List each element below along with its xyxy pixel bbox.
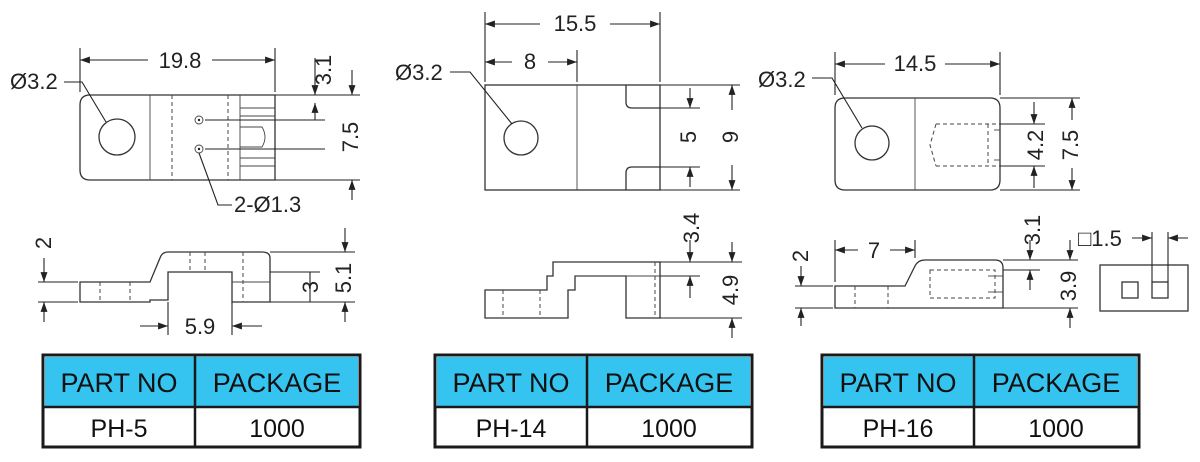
- ph16-part-no: PH-16: [863, 415, 934, 443]
- ph5-part-no: PH-5: [91, 415, 148, 443]
- ph16-side-view: [834, 259, 1004, 309]
- ph14-header-package: PACKAGE: [605, 368, 734, 398]
- ph16-side-top-label: 3.1: [1020, 215, 1045, 246]
- ph14-hole-pos-label: 8: [524, 49, 536, 74]
- ph5-side-view: [79, 251, 271, 303]
- ph16-drawing: 14.5 Ø3.2 4.2 7.5 7 2: [758, 51, 1189, 328]
- ph14-width-label: 9: [718, 131, 743, 143]
- ph14-drawing: 15.5 8 Ø3.2 5 9 3.4 4.9: [395, 11, 743, 338]
- ph16-side-h-label: 3.9: [1056, 271, 1081, 302]
- ph5-length-label: 19.8: [159, 48, 202, 73]
- ph16-square-label: □1.5: [1078, 226, 1122, 251]
- ph16-table: PART NO PACKAGE PH-16 1000: [820, 353, 1141, 449]
- ph16-top-view: [834, 97, 1001, 191]
- ph5-width-label: 7.5: [338, 122, 363, 153]
- ph16-header-part: PART NO: [839, 368, 956, 398]
- ph14-header-part: PART NO: [452, 368, 569, 398]
- ph14-mount-hole: [503, 120, 539, 156]
- ph5-side-gap-label: 5.9: [185, 314, 216, 339]
- ph5-mount-hole: [98, 118, 136, 156]
- ph14-part-no: PH-14: [476, 415, 547, 443]
- ph5-package: 1000: [249, 415, 305, 443]
- ph16-width-label: 7.5: [1058, 130, 1083, 161]
- ph16-mount-hole: [854, 125, 890, 161]
- ph5-side-h1-label: 3: [298, 281, 323, 293]
- ph5-side-height-label: 2: [31, 237, 56, 249]
- ph5-top-offset-label: 3.1: [311, 55, 336, 86]
- ph14-slot-label: 5: [676, 131, 701, 143]
- ph16-package: 1000: [1028, 415, 1084, 443]
- ph14-package: 1000: [641, 415, 697, 443]
- ph5-table: PART NO PACKAGE PH-5 1000: [41, 353, 362, 449]
- ph5-pin-1: [194, 115, 204, 125]
- ph5-drawing: 19.8 Ø3.2 3.1 7.5 2-Ø1.3 2: [10, 48, 363, 339]
- ph16-header-package: PACKAGE: [992, 368, 1121, 398]
- ph16-slot-label: 4.2: [1023, 130, 1048, 161]
- ph16-hole-label: Ø3.2: [758, 67, 806, 92]
- ph14-side-view: [484, 261, 661, 319]
- ph14-hole-label: Ø3.2: [395, 60, 443, 85]
- ph5-header-package: PACKAGE: [213, 368, 342, 398]
- ph14-length-label: 15.5: [554, 11, 597, 36]
- ph16-side-height-label: 2: [788, 250, 813, 262]
- ph5-top-view: [79, 94, 276, 181]
- ph14-top-view: [484, 84, 661, 191]
- ph14-side-top-label: 3.4: [679, 213, 704, 244]
- ph16-side-len-label: 7: [868, 238, 880, 263]
- ph16-length-label: 14.5: [894, 51, 937, 76]
- ph5-side-h2-label: 5.1: [331, 263, 356, 294]
- ph5-pins-label: 2-Ø1.3: [234, 192, 301, 217]
- ph16-end-view: [1099, 232, 1189, 312]
- ph14-table: PART NO PACKAGE PH-14 1000: [433, 353, 754, 449]
- ph14-side-h-label: 4.9: [718, 275, 743, 306]
- ph5-header-part: PART NO: [60, 368, 177, 398]
- ph5-hole-label: Ø3.2: [10, 69, 58, 94]
